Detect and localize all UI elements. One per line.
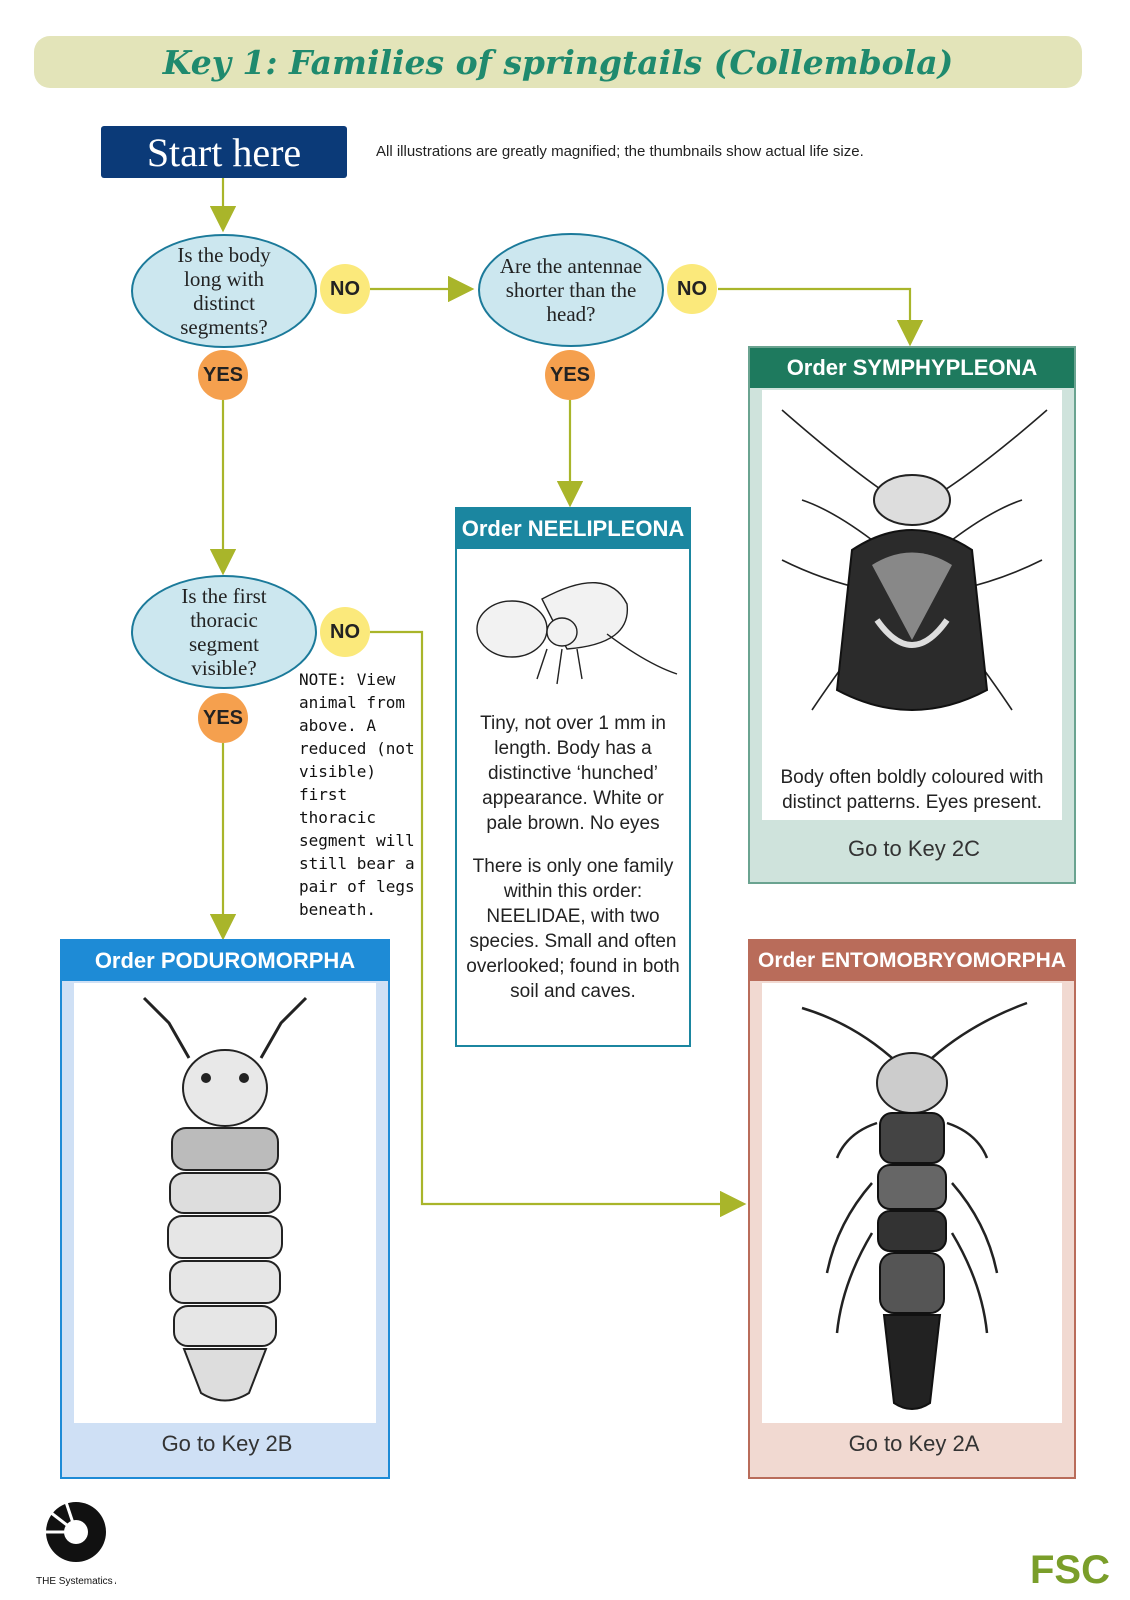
neelipleona-illustration (476, 581, 678, 685)
question-thoracic-visible: Is the first thoracic segment visible? (131, 575, 317, 689)
goto-key-2c: Go to Key 2C (847, 836, 981, 861)
yes-badge: YES (545, 350, 595, 400)
start-here-label: Start here (101, 126, 347, 178)
title-bar: Key 1: Families of springtails (Collembo… (34, 36, 1082, 88)
fsc-logo: FSC (1030, 1548, 1110, 1592)
symphypleona-illustration (781, 409, 1048, 711)
question-body-long-text: Is the body long with distinct segments? (177, 243, 271, 339)
question-antennae-shorter: Are the antennae shorter than the head? (478, 233, 664, 347)
yes-badge: YES (198, 693, 248, 743)
neelipleona-description: Tiny, not over 1 mm in length. Body has … (480, 713, 666, 834)
connector-q3-no (370, 630, 747, 1218)
systematics-association-logo: THE Systematics ASSOCIATION (36, 1501, 116, 1587)
order-neelipleona-box: Order NEELIPLEONA Tiny, not over 1 mm in… (455, 507, 691, 1047)
svg-text:THE Systematics ASSOCIATION: THE Systematics ASSOCIATION (36, 1576, 116, 1587)
question-body-long: Is the body long with distinct segments? (131, 234, 317, 348)
question-thoracic-text: Is the first thoracic segment visible? (181, 584, 267, 680)
goto-key-2b: Go to Key 2B (161, 1431, 293, 1456)
entomobryomorpha-illustration (801, 1001, 1028, 1410)
illustration-note: All illustrations are greatly magnified;… (376, 143, 864, 160)
order-entomobryomorpha-title: Order ENTOMOBRYOMORPHA (750, 941, 1074, 981)
poduromorpha-illustration (142, 996, 308, 1402)
neelipleona-description-family: There is only one family within this ord… (466, 856, 680, 1002)
entomobryomorpha-panel (762, 983, 1062, 1423)
order-symphypleona-box: Order SYMPHYPLEONA Body often boldly col… (748, 346, 1076, 884)
connector-q2-no (718, 287, 924, 347)
yes-badge: YES (198, 350, 248, 400)
question-antennae-text: Are the antennae shorter than the head? (499, 254, 643, 326)
order-poduromorpha-box: Order PODUROMORPHA Go to Key 2B (60, 939, 390, 1479)
symphypleona-panel: Body often boldly coloured with distinct… (762, 390, 1062, 820)
order-neelipleona-title: Order NEELIPLEONA (457, 509, 689, 549)
order-symphypleona-title: Order SYMPHYPLEONA (750, 348, 1074, 388)
order-poduromorpha-title: Order PODUROMORPHA (62, 941, 388, 981)
order-entomobryomorpha-box: Order ENTOMOBRYOMORPHA Go to Key 2A (748, 939, 1076, 1479)
no-badge: NO (320, 264, 370, 314)
no-badge: NO (667, 264, 717, 314)
no-badge: NO (320, 607, 370, 657)
poduromorpha-panel (74, 983, 376, 1423)
symphypleona-description: Body often boldly coloured with distinct… (780, 767, 1044, 813)
goto-key-2a: Go to Key 2A (848, 1431, 980, 1456)
page-title: Key 1: Families of springtails (Collembo… (162, 42, 954, 82)
thoracic-note: NOTE: View animal from above. A reduced … (299, 670, 415, 919)
